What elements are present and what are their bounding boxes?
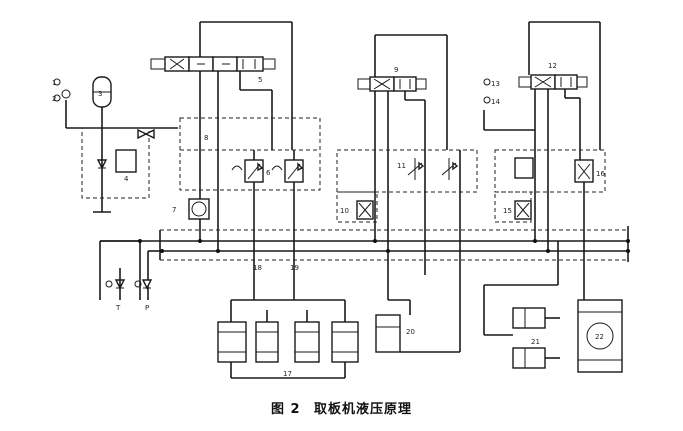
- figure-caption: 图 2 取板机液压原理: [0, 398, 683, 417]
- label-13: 13: [491, 80, 500, 88]
- junction-dots: [138, 239, 550, 253]
- label-5: 5: [258, 76, 262, 84]
- label-9: 9: [394, 66, 398, 74]
- schematic-svg: T P 1 2 3 4: [52, 21, 630, 379]
- label-11: 11: [397, 162, 406, 170]
- label-4: 4: [124, 175, 129, 183]
- cylinder-bank-a: 17 18 19: [217, 260, 359, 379]
- label-7: 7: [172, 206, 176, 214]
- figure-title: 取板机液压原理: [314, 402, 413, 417]
- label-15: 15: [503, 207, 512, 215]
- valve-group-a: 5 6 7 8: [150, 21, 321, 260]
- label-8: 8: [204, 134, 208, 142]
- label-10: 10: [340, 207, 349, 215]
- label-20: 20: [406, 328, 415, 336]
- label-21: 21: [531, 338, 540, 346]
- tank-pressure-ports: T P: [105, 268, 153, 312]
- actuator-group-c: 21 22: [483, 262, 623, 373]
- label-12: 12: [548, 62, 557, 70]
- main-manifold: [99, 226, 630, 300]
- label-19: 19: [290, 264, 299, 272]
- port-t-label: T: [115, 304, 121, 312]
- cylinder-b: 20: [375, 251, 461, 353]
- valve-group-c: 12 13 14 15 16: [483, 21, 606, 262]
- valve-group-b: 9 10 11: [336, 34, 478, 275]
- label-2: 2: [52, 95, 56, 103]
- label-1: 1: [52, 79, 56, 87]
- hydraulic-schematic: T P 1 2 3 4: [52, 21, 630, 379]
- label-3: 3: [98, 90, 102, 98]
- label-18: 18: [253, 264, 262, 272]
- figure-number: 图 2: [270, 402, 301, 417]
- port-p-label: P: [145, 304, 149, 312]
- label-22: 22: [595, 333, 604, 341]
- label-6: 6: [266, 169, 271, 177]
- label-14: 14: [491, 98, 500, 106]
- label-17: 17: [283, 370, 292, 378]
- label-16: 16: [596, 170, 605, 178]
- accumulator-group: 1 2 3 4: [52, 76, 178, 213]
